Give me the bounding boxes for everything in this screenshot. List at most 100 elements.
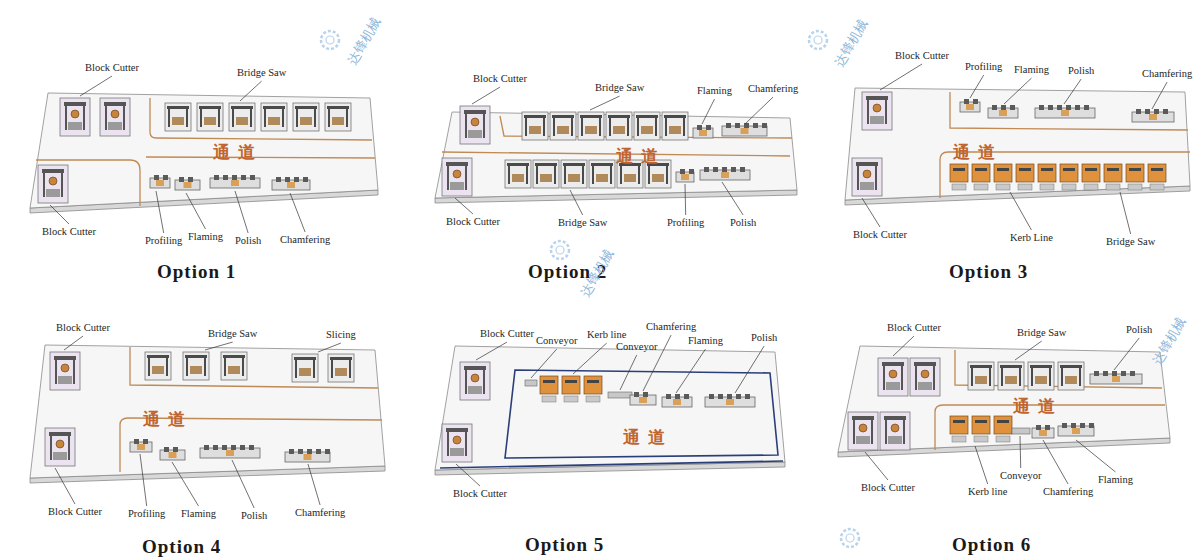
workpiece (1061, 110, 1069, 116)
slab (512, 174, 524, 182)
block (450, 182, 464, 190)
head (289, 449, 294, 454)
blade (889, 370, 897, 378)
machine-label: Polish (730, 217, 756, 229)
kerb-bar (1085, 168, 1097, 171)
bridge (970, 365, 992, 368)
bridge-leg (218, 109, 220, 127)
head (294, 177, 299, 182)
workpiece (156, 180, 164, 186)
block-cutter (878, 358, 908, 396)
bridge-leg (666, 166, 668, 184)
gantry (866, 96, 888, 100)
bridge-leg (168, 109, 170, 127)
leader-line (970, 75, 984, 98)
logo-gear (809, 31, 827, 49)
machine-label: Block Cutter (446, 216, 500, 228)
leader-line (456, 464, 480, 486)
head (973, 99, 978, 104)
kerb-unit (972, 164, 990, 182)
bridge-leg (186, 358, 188, 376)
gantry-leg (871, 420, 873, 444)
machine-label: Conveyor (1000, 470, 1041, 482)
leader-line (1004, 78, 1032, 104)
leader-line (1152, 82, 1167, 109)
bridge-leg (609, 118, 611, 136)
bridge-leg (186, 109, 188, 127)
blade (453, 170, 461, 178)
blade (921, 370, 929, 378)
kerb-unit (1148, 164, 1166, 182)
bridge (636, 115, 658, 118)
gantry-leg (885, 420, 887, 444)
kerb-bar (543, 380, 555, 383)
kerb-table (542, 396, 556, 402)
machine-label: Chamfering (748, 83, 798, 95)
leader-line (676, 349, 706, 393)
gantry-leg (915, 366, 917, 390)
gantry-leg (61, 173, 63, 197)
gantry (64, 102, 86, 106)
kerb-table (996, 436, 1010, 442)
kerb-bar (997, 168, 1009, 171)
gantry (446, 162, 468, 166)
machine-label: Bridge Saw (595, 82, 644, 94)
machine-label: Chamfering (295, 507, 345, 519)
kerb-unit (1038, 164, 1056, 182)
block-cutter (880, 412, 910, 450)
kerb-bar (1129, 168, 1141, 171)
leader-line (590, 96, 620, 110)
bridge (1060, 365, 1082, 368)
machine-label: Chamfering (280, 234, 330, 246)
blade (453, 436, 461, 444)
bridge-leg (683, 118, 685, 136)
leader-line (620, 355, 637, 390)
workpiece (304, 454, 312, 460)
bridge-saw (968, 362, 994, 390)
gantry-leg (68, 436, 70, 460)
leader-line (1020, 436, 1022, 468)
bridge-leg (638, 166, 640, 184)
bridge (1030, 365, 1052, 368)
block (870, 116, 884, 124)
head (154, 175, 159, 180)
kerb-unit (950, 164, 968, 182)
workpiece (721, 172, 729, 178)
bridge (507, 163, 529, 166)
conveyor (1012, 428, 1030, 434)
bridge-leg (232, 109, 234, 127)
bridge-leg (971, 368, 973, 386)
machine-label: Block Cutter (895, 50, 949, 62)
machine-label: Polish (241, 510, 267, 522)
machine-label: Profiling (128, 508, 165, 520)
bridge-leg (331, 360, 333, 378)
workpiece (231, 180, 239, 186)
kerb-unit (1082, 164, 1100, 182)
bridge-leg (282, 109, 284, 127)
head (744, 123, 749, 128)
leader-line (186, 193, 206, 229)
logo-gear (326, 36, 334, 44)
head (1039, 105, 1044, 110)
lane-line (505, 370, 778, 458)
machine-label: Slicing (326, 329, 356, 341)
bridge-saw (662, 112, 688, 140)
bridge-leg (553, 118, 555, 136)
gantry (54, 356, 76, 360)
slab (529, 126, 541, 134)
head (1163, 109, 1168, 114)
head (1062, 423, 1067, 428)
bridge-saw (293, 103, 319, 131)
leader-line (735, 346, 764, 393)
block-cutter (862, 92, 892, 130)
bridge-saw (634, 112, 660, 140)
gantry-leg (123, 106, 125, 130)
bridge-leg (1019, 368, 1021, 386)
gantry-leg (875, 166, 877, 190)
block (886, 382, 900, 390)
kerb-bar (1063, 168, 1075, 171)
option-title: Option 5 (525, 534, 604, 556)
bridge-saw (1028, 362, 1054, 390)
bridge-saw (328, 354, 354, 382)
workpiece (966, 104, 974, 110)
